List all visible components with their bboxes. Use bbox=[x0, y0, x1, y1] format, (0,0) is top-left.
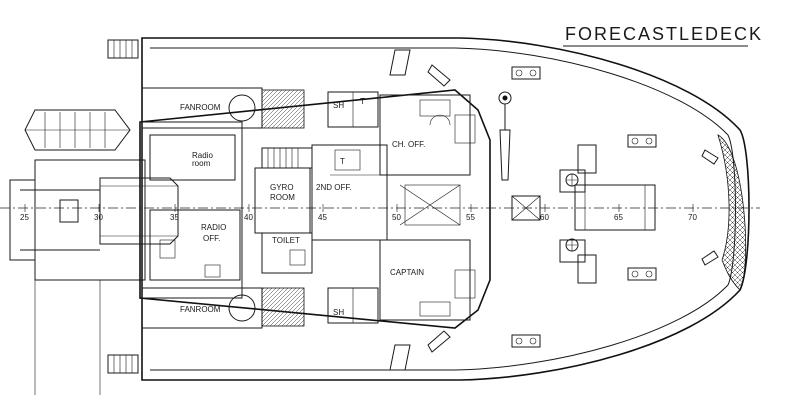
second-off-label: 2ND OFF. bbox=[316, 183, 352, 192]
frame-70: 70 bbox=[688, 213, 697, 222]
frame-65: 65 bbox=[614, 213, 623, 222]
frame-numbers: 25 30 35 40 45 50 55 60 65 70 bbox=[20, 213, 697, 222]
anchor-windlass bbox=[559, 144, 656, 284]
stern-structure bbox=[9, 159, 146, 395]
frame-30: 30 bbox=[94, 213, 103, 222]
ladder-bottom bbox=[107, 354, 139, 374]
foremast bbox=[498, 91, 512, 181]
bow-bulwark-hatch bbox=[717, 134, 747, 291]
aft-hatch bbox=[99, 177, 179, 245]
radio-room-label-2: room bbox=[192, 159, 211, 168]
central-corridor bbox=[330, 174, 470, 241]
t-top-label: T bbox=[360, 97, 365, 106]
radio-room: Radio room bbox=[149, 134, 236, 181]
radio-office: RADIO OFF. bbox=[149, 209, 241, 281]
superstructure bbox=[141, 121, 243, 299]
radio-off-label-2: OFF. bbox=[203, 234, 220, 243]
frame-50: 50 bbox=[392, 213, 401, 222]
deckhouse-outline bbox=[139, 89, 491, 329]
hull-outline bbox=[141, 37, 750, 381]
second-officer-cabin: 2ND OFF. T bbox=[311, 144, 388, 241]
frame-55: 55 bbox=[466, 213, 475, 222]
toilet-label: TOILET bbox=[272, 236, 300, 245]
gyro-label-1: GYRO bbox=[270, 183, 294, 192]
radio-room-label-1: Radio bbox=[192, 151, 213, 160]
liferaft-cradle bbox=[24, 109, 131, 151]
frame-40: 40 bbox=[244, 213, 253, 222]
trunk-bottom bbox=[261, 287, 305, 327]
drawing-title: FORECASTLEDECK bbox=[565, 24, 763, 44]
sanitary-top: SH bbox=[327, 91, 379, 128]
radio-off-label-1: RADIO bbox=[201, 223, 226, 232]
bulwark-inner bbox=[150, 47, 736, 371]
frame-25: 25 bbox=[20, 213, 29, 222]
frame-60: 60 bbox=[540, 213, 549, 222]
mooring-bitts-bottom bbox=[511, 267, 657, 348]
fanroom-bottom-label: FANROOM bbox=[180, 305, 221, 314]
sh-top-label: SH bbox=[333, 101, 344, 110]
mooring-bitts-top bbox=[511, 66, 657, 148]
stairway bbox=[261, 147, 313, 169]
gyro-label-2: ROOM bbox=[270, 193, 295, 202]
sh-bottom-label: SH bbox=[333, 308, 344, 317]
frame-45: 45 bbox=[318, 213, 327, 222]
captain-label: CAPTAIN bbox=[390, 268, 424, 277]
captain-cabin: CAPTAIN bbox=[379, 239, 476, 321]
sanitary-bottom: SH bbox=[327, 287, 379, 324]
t-mid-label: T bbox=[340, 157, 345, 166]
trunk-top bbox=[261, 89, 305, 129]
ladder-top bbox=[107, 39, 139, 59]
fairleads bbox=[389, 49, 719, 371]
toilet-room: TOILET bbox=[261, 232, 313, 274]
fanroom-top-label: FANROOM bbox=[180, 103, 221, 112]
ch-off-label: CH. OFF. bbox=[392, 140, 425, 149]
chief-officer-cabin: CH. OFF. T bbox=[360, 94, 476, 176]
frame-ticks bbox=[24, 204, 694, 212]
gyro-room: GYRO ROOM bbox=[254, 167, 311, 234]
frame-35: 35 bbox=[170, 213, 179, 222]
